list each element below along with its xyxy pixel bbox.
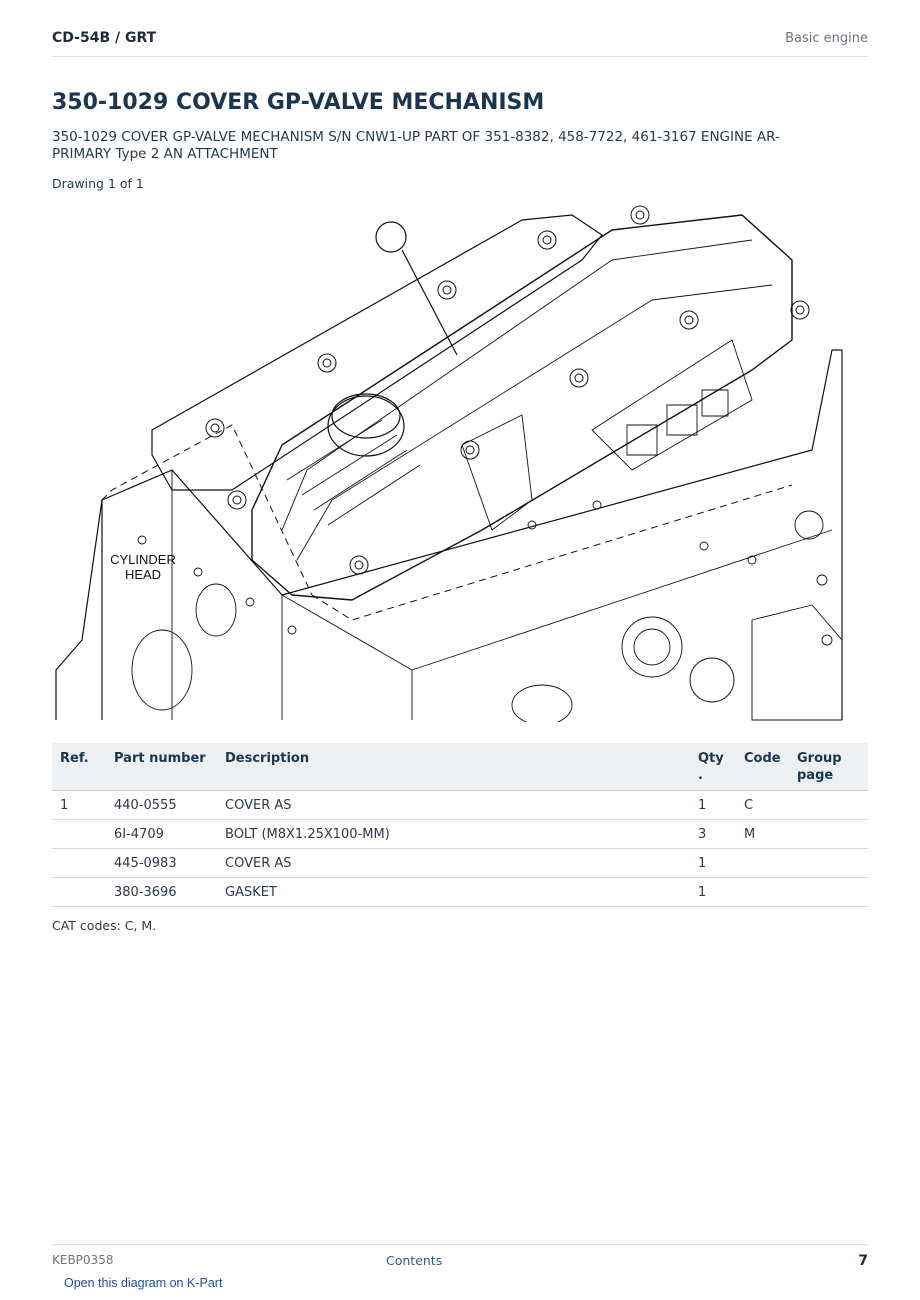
- cell-code: M: [736, 819, 789, 849]
- table-row: 445-0983 COVER AS 1: [52, 848, 868, 878]
- page-header: CD-54B / GRT Basic engine: [52, 28, 868, 57]
- section-label: Basic engine: [785, 31, 868, 46]
- table-row: 380-3696 GASKET 1: [52, 877, 868, 907]
- cell-description: GASKET: [217, 877, 690, 907]
- cell-code: [736, 848, 789, 878]
- cell-ref: [52, 877, 106, 907]
- cell-group-page: [789, 877, 868, 907]
- table-header-row: Ref. Part number Description Qty . Code …: [52, 743, 868, 791]
- open-kpart-link[interactable]: Open this diagram on K-Part: [64, 1276, 223, 1290]
- page-subtitle: 350-1029 COVER GP-VALVE MECHANISM S/N CN…: [52, 129, 780, 162]
- callout-cylinder-label: CYLINDER: [110, 552, 176, 567]
- cell-qty: 3: [690, 819, 736, 849]
- page-title: 350-1029 COVER GP-VALVE MECHANISM: [52, 90, 545, 115]
- cell-description: COVER AS: [217, 790, 690, 820]
- col-description: Description: [217, 743, 690, 791]
- parts-diagram: CYLINDER HEAD: [52, 200, 868, 722]
- cell-description: BOLT (M8X1.25X100-MM): [217, 819, 690, 849]
- col-ref: Ref.: [52, 743, 106, 791]
- cell-code: [736, 877, 789, 907]
- cell-ref: 1: [52, 790, 106, 820]
- col-group-page: Group page: [789, 743, 868, 791]
- col-qty: Qty .: [690, 743, 736, 791]
- cell-group-page: [789, 819, 868, 849]
- cell-group-page: [789, 848, 868, 878]
- page-number: 7: [858, 1253, 868, 1269]
- page-footer: KEBP0358 Contents 7: [52, 1244, 868, 1275]
- cell-group-page: [789, 790, 868, 820]
- cell-part-number: 440-0555: [106, 790, 217, 820]
- cell-qty: 1: [690, 877, 736, 907]
- cell-part-number: 445-0983: [106, 848, 217, 878]
- callout-head-label: HEAD: [125, 567, 161, 582]
- cell-qty: 1: [690, 790, 736, 820]
- cell-qty: 1: [690, 848, 736, 878]
- table-row: 6I-4709 BOLT (M8X1.25X100-MM) 3 M: [52, 819, 868, 849]
- cell-ref: [52, 819, 106, 849]
- contents-link[interactable]: Contents: [386, 1253, 443, 1268]
- cell-description: COVER AS: [217, 848, 690, 878]
- cell-part-number: 6I-4709: [106, 819, 217, 849]
- document-id: KEBP0358: [52, 1253, 114, 1267]
- cat-codes-note: CAT codes: C, M.: [52, 918, 157, 933]
- drawing-count-label: Drawing 1 of 1: [52, 176, 144, 191]
- table-row: 1 440-0555 COVER AS 1 C: [52, 790, 868, 820]
- model-label: CD-54B / GRT: [52, 30, 157, 46]
- parts-table: Ref. Part number Description Qty . Code …: [52, 743, 868, 907]
- cell-ref: [52, 848, 106, 878]
- cell-part-number: 380-3696: [106, 877, 217, 907]
- cell-code: C: [736, 790, 789, 820]
- col-code: Code: [736, 743, 789, 791]
- col-part-number: Part number: [106, 743, 217, 791]
